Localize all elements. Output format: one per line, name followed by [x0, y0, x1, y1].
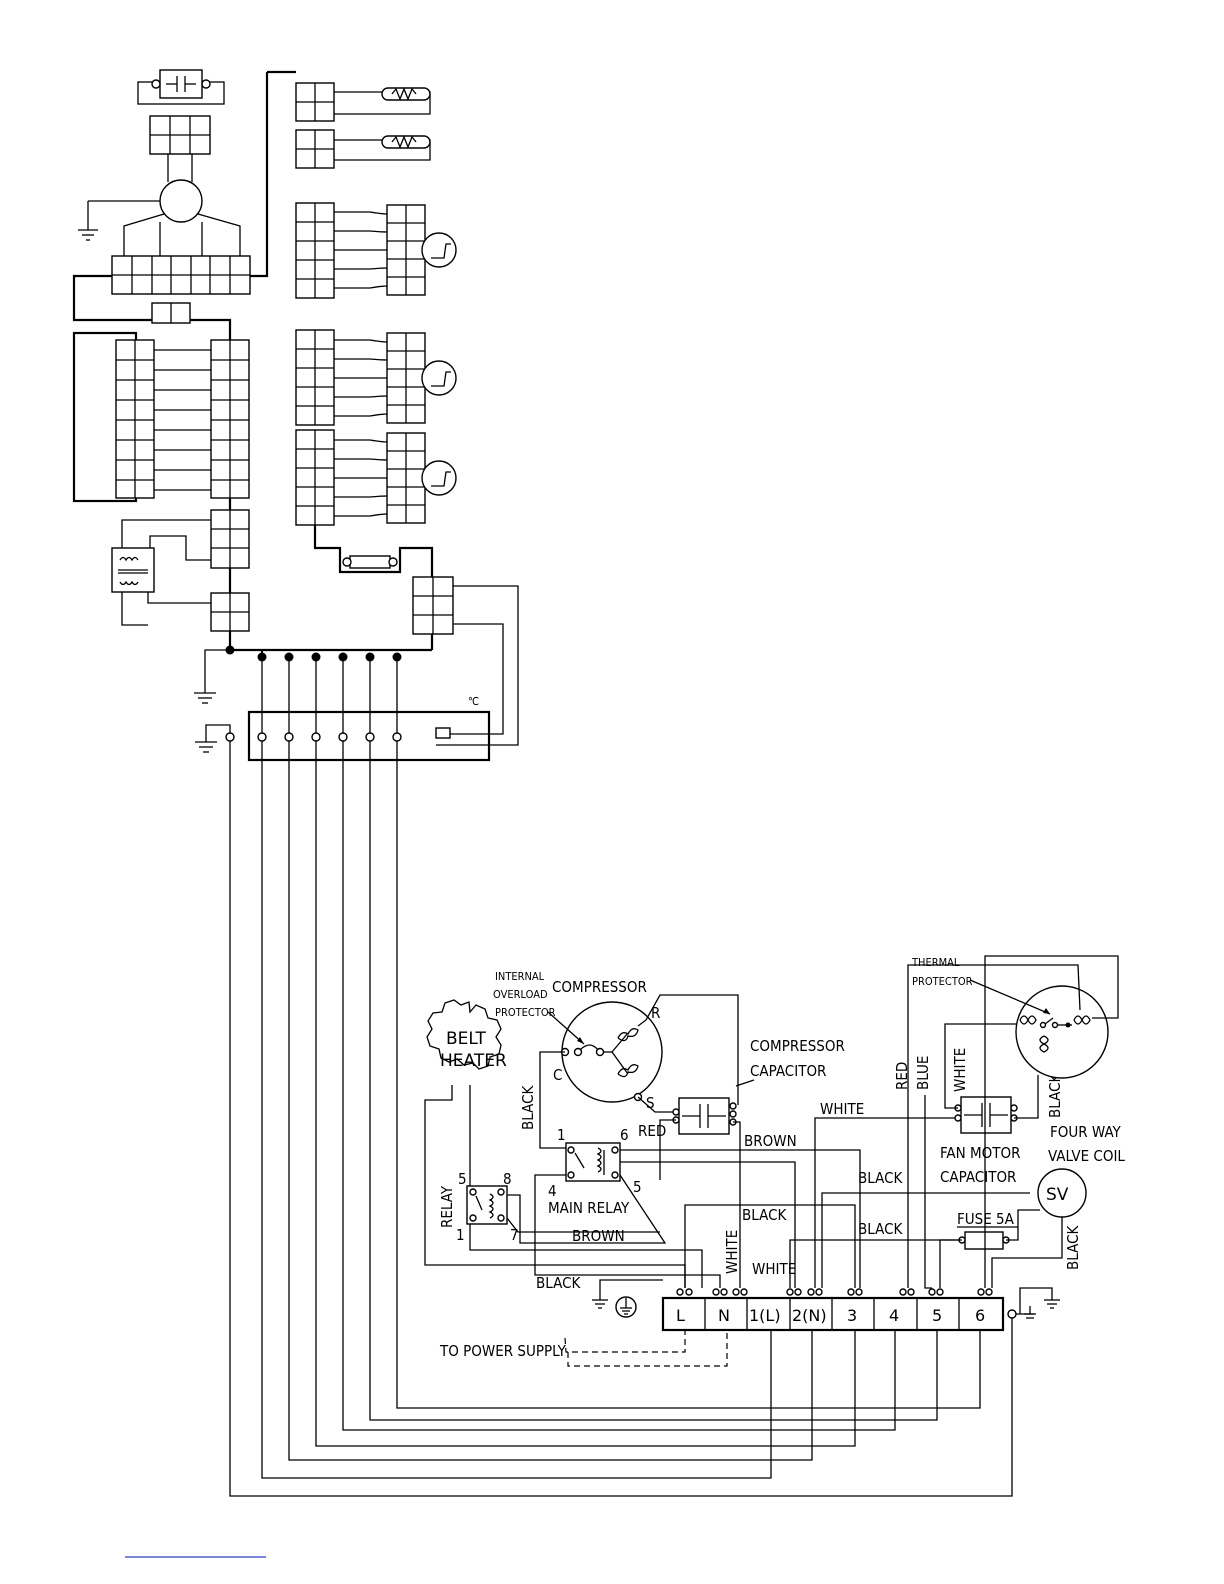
wire-label-brown-top: BROWN: [744, 1132, 797, 1150]
terminal-L: L: [676, 1306, 685, 1325]
wire-label-white-top: WHITE: [820, 1100, 864, 1118]
comp-cap-label-2: CAPACITOR: [750, 1062, 826, 1080]
fan-cap-label-2: CAPACITOR: [940, 1168, 1016, 1186]
room-temp-sensor: [295, 82, 431, 122]
relay-label: RELAY: [438, 1185, 456, 1228]
terminal-4: 4: [889, 1306, 899, 1325]
overload-label-2: OVERLOAD: [493, 988, 548, 1001]
relay-pin-7: 7: [510, 1226, 519, 1244]
wire-label-black-relay: BLACK: [858, 1169, 904, 1187]
wire-label-black-sv: BLACK: [1064, 1224, 1082, 1270]
main-relay-label: MAIN RELAY: [548, 1199, 630, 1217]
wire-label-black-fuse: BLACK: [858, 1220, 904, 1238]
four-way-label-2: VALVE COIL: [1048, 1147, 1125, 1165]
thermal-label-1: THERMAL: [911, 956, 960, 969]
wire-label-white-fan: WHITE: [951, 1048, 969, 1092]
wire-label-white-mid: WHITE: [752, 1260, 796, 1278]
overload-label-3: PROTECTOR: [495, 1006, 556, 1019]
terminal-2N: 2(N): [792, 1306, 827, 1325]
interconnect-wires: [229, 741, 1013, 1497]
power-supply-label: TO POWER SUPPLY: [439, 1342, 567, 1360]
compressor: COMPRESSOR INTERNAL OVERLOAD PROTECTOR R…: [493, 970, 739, 1149]
belt-heater-label-2: HEATER: [440, 1051, 507, 1071]
wire-label-black-ground: BLACK: [536, 1274, 582, 1292]
overload-label-1: INTERNAL: [495, 970, 545, 983]
fan-motor-connector: [111, 255, 251, 295]
wire-label-blue-vert: BLUE: [914, 1056, 932, 1090]
pin-c: C: [553, 1066, 562, 1084]
compressor-label: COMPRESSOR: [552, 978, 647, 996]
belt-heater: BELT HEATER: [424, 999, 703, 1288]
louver-motor-1: [295, 202, 457, 299]
celsius-mark: ℃: [468, 695, 479, 708]
relay-pin-5: 5: [458, 1170, 467, 1188]
room-sensor-connector: [412, 576, 519, 746]
main-relay-pin-6: 6: [620, 1126, 629, 1144]
power-supply-connection: TO POWER SUPPLY: [439, 1330, 728, 1367]
display-board: [72, 331, 250, 503]
fan-cap-label-1: FAN MOTOR: [940, 1144, 1021, 1162]
compressor-capacitor: COMPRESSOR CAPACITOR: [659, 1037, 845, 1288]
main-relay: 1 6 4 5 MAIN RELAY: [505, 1126, 861, 1288]
ground-symbols: BLACK: [536, 1274, 1060, 1319]
wire-label-red-vert: RED: [893, 1062, 911, 1090]
terminal-5: 5: [932, 1306, 942, 1325]
fan-motor-capacitor: FAN MOTOR CAPACITOR: [940, 1023, 1039, 1186]
louver-motor-3: [295, 429, 457, 526]
terminal-6: 6: [975, 1306, 985, 1325]
fuse-5a: FUSE 5A: [939, 1209, 1040, 1288]
outdoor-terminal-block: L N 1(L) 2(N) 3 4 5 6: [661, 1288, 1005, 1332]
comp-cap-label-1: COMPRESSOR: [750, 1037, 845, 1055]
sv-label: SV: [1046, 1185, 1069, 1205]
relay-pin-8: 8: [503, 1170, 512, 1188]
pipe-temp-sensor: [295, 129, 431, 169]
wire-label-brown-relay: BROWN: [572, 1227, 625, 1245]
relay: 5 8 1 7 RELAY: [438, 1170, 660, 1244]
transformer-connector-top: [210, 509, 250, 569]
wire-label-black-fan: BLACK: [1046, 1072, 1064, 1118]
four-way-label-1: FOUR WAY: [1050, 1123, 1122, 1141]
main-relay-pin-4: 4: [548, 1182, 557, 1200]
terminal-3: 3: [847, 1306, 857, 1325]
outdoor-fan-motor: THERMAL PROTECTOR: [907, 955, 1119, 1288]
wire-label-red: RED: [638, 1122, 666, 1140]
wire-label-white-n: WHITE: [723, 1230, 741, 1274]
thermal-label-2: PROTECTOR: [912, 975, 973, 988]
board-fuse: [313, 525, 434, 650]
main-relay-pin-1: 1: [557, 1126, 566, 1144]
capacitor-connector: [149, 115, 211, 155]
four-way-valve-coil: SV FOUR WAY VALVE COIL BLACK: [991, 1123, 1125, 1288]
fuse-label: FUSE 5A: [957, 1210, 1015, 1228]
relay-pin-1: 1: [456, 1226, 465, 1244]
terminal-N: N: [718, 1306, 730, 1325]
belt-heater-label-1: BELT: [446, 1029, 487, 1049]
pin-s: S: [646, 1094, 655, 1112]
bus-junctions: [225, 645, 402, 662]
transformer: [111, 519, 211, 626]
wire-label-black-mid: BLACK: [742, 1206, 788, 1224]
pin-r: R: [651, 1004, 660, 1022]
transformer-connector-bottom: [210, 592, 250, 632]
terminal-1L: 1(L): [749, 1306, 781, 1325]
main-relay-pin-5: 5: [633, 1178, 642, 1196]
louver-motor-2: [295, 329, 457, 426]
wire-label-black-comp: BLACK: [519, 1084, 537, 1130]
indoor-fan-motor: [78, 154, 241, 256]
indoor-fan-capacitor: [137, 69, 225, 105]
